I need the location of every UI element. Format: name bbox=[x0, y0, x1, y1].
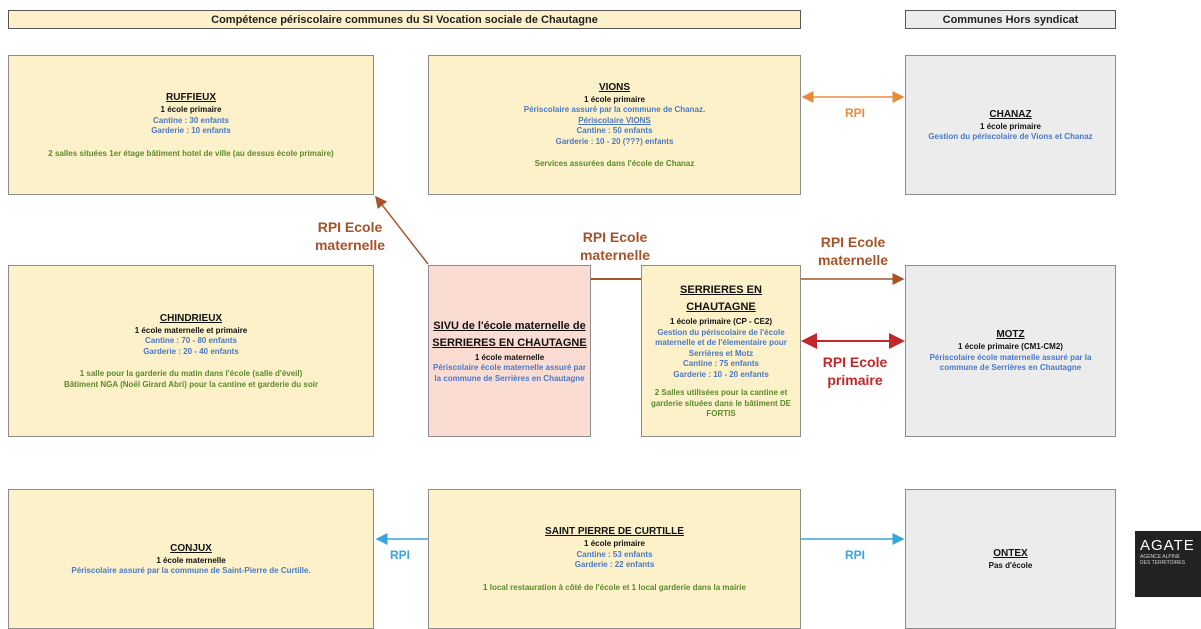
box-line: 1 école maternelle bbox=[156, 555, 226, 565]
box-line: Gestion du périscolaire de Vions et Chan… bbox=[928, 132, 1093, 141]
box-line: Garderie : 20 - 40 enfants bbox=[143, 346, 239, 356]
box-line: Services assurées dans l'école de Chanaz bbox=[534, 159, 695, 168]
agate-logo: AGATE AGENCE ALPINE DES TERRITOIRES bbox=[1135, 531, 1201, 597]
box-title: CHINDRIEUX bbox=[159, 312, 223, 324]
box-motz: MOTZ 1 école primaire (CM1-CM2) Périscol… bbox=[905, 265, 1116, 437]
box-line: Bâtiment NGA (Noël Girard Abri) pour la … bbox=[63, 379, 319, 389]
label-rpi-maternelle-center: RPI Ecole maternelle bbox=[565, 228, 665, 264]
box-chanaz: CHANAZ 1 école primaire Gestion du péris… bbox=[905, 55, 1116, 195]
box-vions: VIONS 1 école primaire Périscolaire assu… bbox=[428, 55, 801, 195]
label-line: maternelle bbox=[579, 247, 651, 263]
label-line: primaire bbox=[827, 372, 883, 388]
box-chindrieux: CHINDRIEUX 1 école maternelle et primair… bbox=[8, 265, 374, 437]
box-title: SAINT PIERRE DE CURTILLE bbox=[545, 526, 684, 537]
box-line: Cantine : 30 enfants bbox=[152, 115, 229, 125]
box-ruffieux: RUFFIEUX 1 école primaire Cantine : 30 e… bbox=[8, 55, 374, 195]
box-line: 1 école primaire bbox=[160, 105, 222, 114]
box-line: 2 salles situées 1er étage bâtiment hote… bbox=[48, 148, 334, 158]
arrow-sivu-ruffieux bbox=[375, 195, 429, 265]
box-line: 1 école primaire bbox=[980, 121, 1041, 131]
box-title: CONJUX bbox=[170, 542, 212, 554]
box-line: 1 école primaire (CP - CE2) bbox=[669, 317, 773, 327]
box-line: Cantine : 70 - 80 enfants bbox=[144, 336, 238, 346]
box-line: Cantine : 53 enfants bbox=[576, 549, 653, 559]
box-line: Gestion du périscolaire de l'école mater… bbox=[655, 327, 787, 358]
box-line: 1 local restauration à côté de l'école e… bbox=[483, 582, 746, 592]
header-si-vocation-sociale: Compétence périscolaire communes du SI V… bbox=[8, 10, 801, 29]
box-line: Garderie : 10 - 20 (???) enfants bbox=[555, 136, 674, 146]
box-line: Garderie : 10 - 20 enfants bbox=[673, 369, 769, 379]
label-line: maternelle bbox=[314, 237, 386, 253]
box-ontex: ONTEX Pas d'école bbox=[905, 489, 1116, 629]
box-line: Pas d'école bbox=[988, 560, 1033, 570]
box-line: 1 école primaire bbox=[584, 539, 645, 548]
box-title: RUFFIEUX bbox=[166, 92, 216, 103]
box-line: Périscolaire VIONS bbox=[578, 115, 651, 125]
label-line: RPI Ecole bbox=[582, 229, 648, 245]
box-line: 2 Salles utilisées pour la cantine et ga… bbox=[650, 388, 792, 419]
box-title: MOTZ bbox=[996, 329, 1025, 341]
box-line: 1 école primaire (CM1-CM2) bbox=[958, 342, 1063, 352]
label-rpi-conjux: RPI bbox=[389, 548, 410, 562]
box-sivu: SIVU de l'école maternelle de SERRIERES … bbox=[428, 265, 591, 437]
label-line: RPI Ecole bbox=[820, 234, 886, 250]
box-line: Garderie : 22 enfants bbox=[574, 560, 655, 569]
box-saint-pierre-de-curtille: SAINT PIERRE DE CURTILLE 1 école primair… bbox=[428, 489, 801, 629]
box-line: Périscolaire assuré par la commune de Sa… bbox=[71, 566, 311, 575]
header-communes-hors-syndicat: Communes Hors syndicat bbox=[905, 10, 1116, 29]
box-line: Périscolaire école maternelle assuré par… bbox=[433, 363, 586, 383]
label-rpi-vions-chanaz: RPI bbox=[844, 106, 865, 120]
box-line: Cantine : 75 enfants bbox=[682, 359, 759, 369]
label-line: RPI Ecole bbox=[822, 354, 888, 370]
box-line: Périscolaire école maternelle assuré par… bbox=[929, 352, 1092, 373]
box-title: ONTEX bbox=[993, 547, 1028, 559]
logo-subtitle-2: DES TERRITOIRES bbox=[1140, 560, 1186, 566]
box-line: Garderie : 10 enfants bbox=[151, 126, 231, 135]
logo-text: AGATE bbox=[1140, 537, 1195, 554]
label-rpi-maternelle-motz: RPI Ecole maternelle bbox=[803, 233, 903, 269]
label-rpi-maternelle-ruffieux: RPI Ecole maternelle bbox=[300, 218, 400, 254]
box-line: Cantine : 50 enfants bbox=[576, 126, 653, 135]
label-line: maternelle bbox=[817, 252, 889, 268]
box-title: SERRIERES EN CHAUTAGNE bbox=[680, 284, 762, 314]
label-line: RPI Ecole bbox=[317, 219, 383, 235]
box-title: VIONS bbox=[598, 81, 631, 93]
box-line: 1 école maternelle et primaire bbox=[134, 325, 248, 335]
box-title: SIVU de l'école maternelle de SERRIERES … bbox=[432, 319, 587, 349]
box-serrieres: SERRIERES EN CHAUTAGNE 1 école primaire … bbox=[641, 265, 801, 437]
box-conjux: CONJUX 1 école maternelle Périscolaire a… bbox=[8, 489, 374, 629]
box-line: 1 école primaire bbox=[584, 94, 645, 104]
label-rpi-ontex: RPI bbox=[844, 548, 865, 562]
logo-subtitle-1: AGENCE ALPINE bbox=[1140, 554, 1181, 560]
box-line: Périscolaire assuré par la commune de Ch… bbox=[523, 105, 706, 114]
label-rpi-primaire: RPI Ecole primaire bbox=[805, 353, 905, 389]
box-line: 1 école maternelle bbox=[474, 352, 545, 362]
box-title: CHANAZ bbox=[989, 108, 1032, 120]
box-line: 1 salle pour la garderie du matin dans l… bbox=[79, 369, 303, 379]
